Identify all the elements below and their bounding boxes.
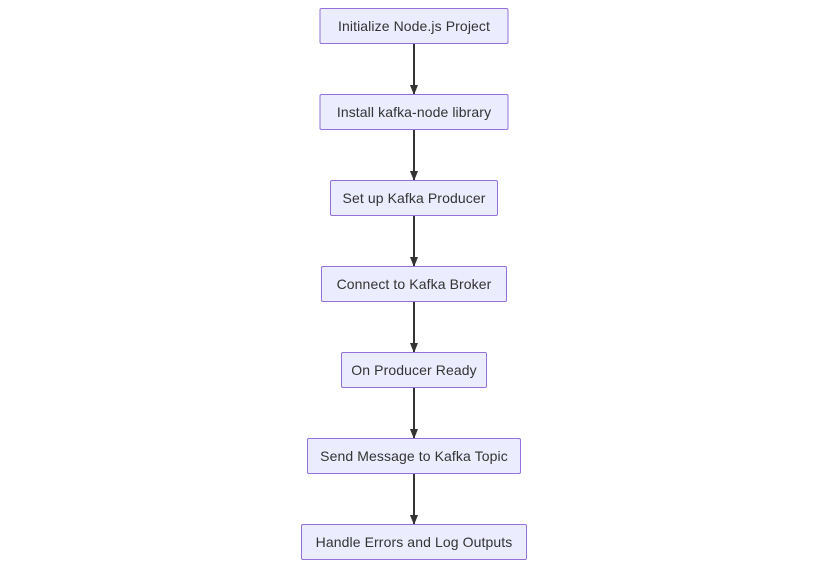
flowchart-node-n5[interactable]: On Producer Ready	[341, 352, 487, 388]
flowchart-node-n7[interactable]: Handle Errors and Log Outputs	[301, 524, 527, 560]
flowchart-node-n3[interactable]: Set up Kafka Producer	[330, 180, 498, 216]
flowchart-node-n6[interactable]: Send Message to Kafka Topic	[307, 438, 521, 474]
flowchart-node-label: Set up Kafka Producer	[342, 190, 486, 206]
flowchart-node-label: On Producer Ready	[351, 362, 477, 378]
flowchart-node-label: Connect to Kafka Broker	[336, 276, 492, 292]
flowchart-node-label: Initialize Node.js Project	[338, 18, 490, 34]
flowchart-node-n2[interactable]: Install kafka-node library	[319, 94, 509, 130]
flowchart-node-label: Install kafka-node library	[336, 104, 492, 120]
flowchart-node-n4[interactable]: Connect to Kafka Broker	[321, 266, 507, 302]
flowchart-node-label: Send Message to Kafka Topic	[320, 448, 508, 464]
flowchart-node-label: Handle Errors and Log Outputs	[315, 534, 513, 550]
flowchart-node-n1[interactable]: Initialize Node.js Project	[319, 8, 509, 44]
